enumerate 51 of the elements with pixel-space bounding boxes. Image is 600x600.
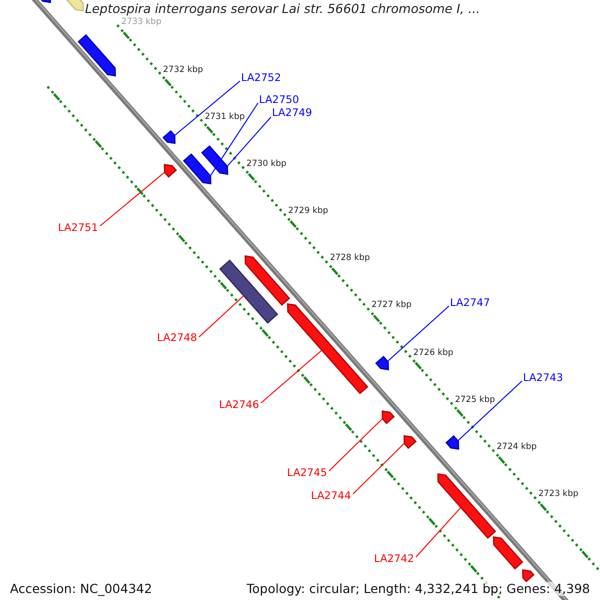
- gene-block: [78, 34, 116, 76]
- gene-label: LA2750: [259, 94, 299, 106]
- scale-label: 2728 kbp: [330, 254, 370, 264]
- gene-block: [404, 435, 417, 449]
- scale-label: 2725 kbp: [454, 396, 495, 406]
- gene-bar: [219, 259, 278, 324]
- scale-label: 2730 kbp: [246, 160, 286, 170]
- gene-label: LA2743: [523, 372, 563, 384]
- leader-line: [210, 102, 258, 176]
- gene-label: LA2742: [374, 552, 414, 566]
- gene-label: LA2749: [272, 106, 312, 120]
- gene-block: [286, 303, 368, 394]
- leader-line: [387, 306, 450, 362]
- gene-label: LA2746: [219, 398, 259, 412]
- gene-block: [492, 536, 524, 570]
- gene-block: [375, 356, 389, 370]
- scale-label: 2729 kbp: [288, 207, 328, 217]
- gene-label: LA2748: [157, 332, 197, 344]
- scale-label: 2724 kbp: [496, 443, 537, 453]
- scale-label: 2732 kbp: [163, 66, 204, 76]
- gene-block: [382, 410, 395, 424]
- gene-block: [162, 130, 176, 144]
- scale-label: 2723 kbp: [538, 490, 578, 500]
- scale-label: 2727 kbp: [372, 302, 412, 312]
- gene-block: [164, 164, 177, 178]
- gene-block: [201, 145, 228, 175]
- scale-label: 2726 kbp: [413, 348, 454, 359]
- gene-block: [437, 473, 496, 539]
- gene-block: [182, 153, 212, 184]
- gene-block: [445, 435, 460, 450]
- leader-line: [328, 418, 383, 472]
- gene-block: [522, 569, 535, 582]
- genome-info-text: Topology: circular; Length: 4,332,241 bp; Genes: 4,398: [246, 582, 590, 596]
- gene-label: LA2745: [287, 466, 327, 480]
- gene-label: LA2747: [450, 296, 490, 310]
- gene-label: LA2744: [311, 490, 351, 502]
- gene-block: [244, 255, 290, 306]
- leader-line: [198, 295, 244, 338]
- leader-line: [226, 116, 272, 167]
- leader-line: [416, 507, 462, 558]
- gene-label: LA2751: [58, 222, 98, 234]
- map-title: Leptospira interrogans serovar Lai str. 56601 chromosome I, ...: [85, 2, 480, 16]
- gene-label: LA2752: [241, 72, 281, 84]
- scale-label: 2731 kbp: [204, 112, 245, 123]
- leader-line: [457, 380, 522, 442]
- accession-text: Accession: NC_004342: [10, 582, 152, 596]
- scale-label: 2733 kbp: [121, 18, 162, 28]
- leader-line: [352, 442, 405, 494]
- leader-line: [100, 172, 166, 226]
- leader-line: [260, 350, 322, 404]
- leader-line: [174, 80, 240, 136]
